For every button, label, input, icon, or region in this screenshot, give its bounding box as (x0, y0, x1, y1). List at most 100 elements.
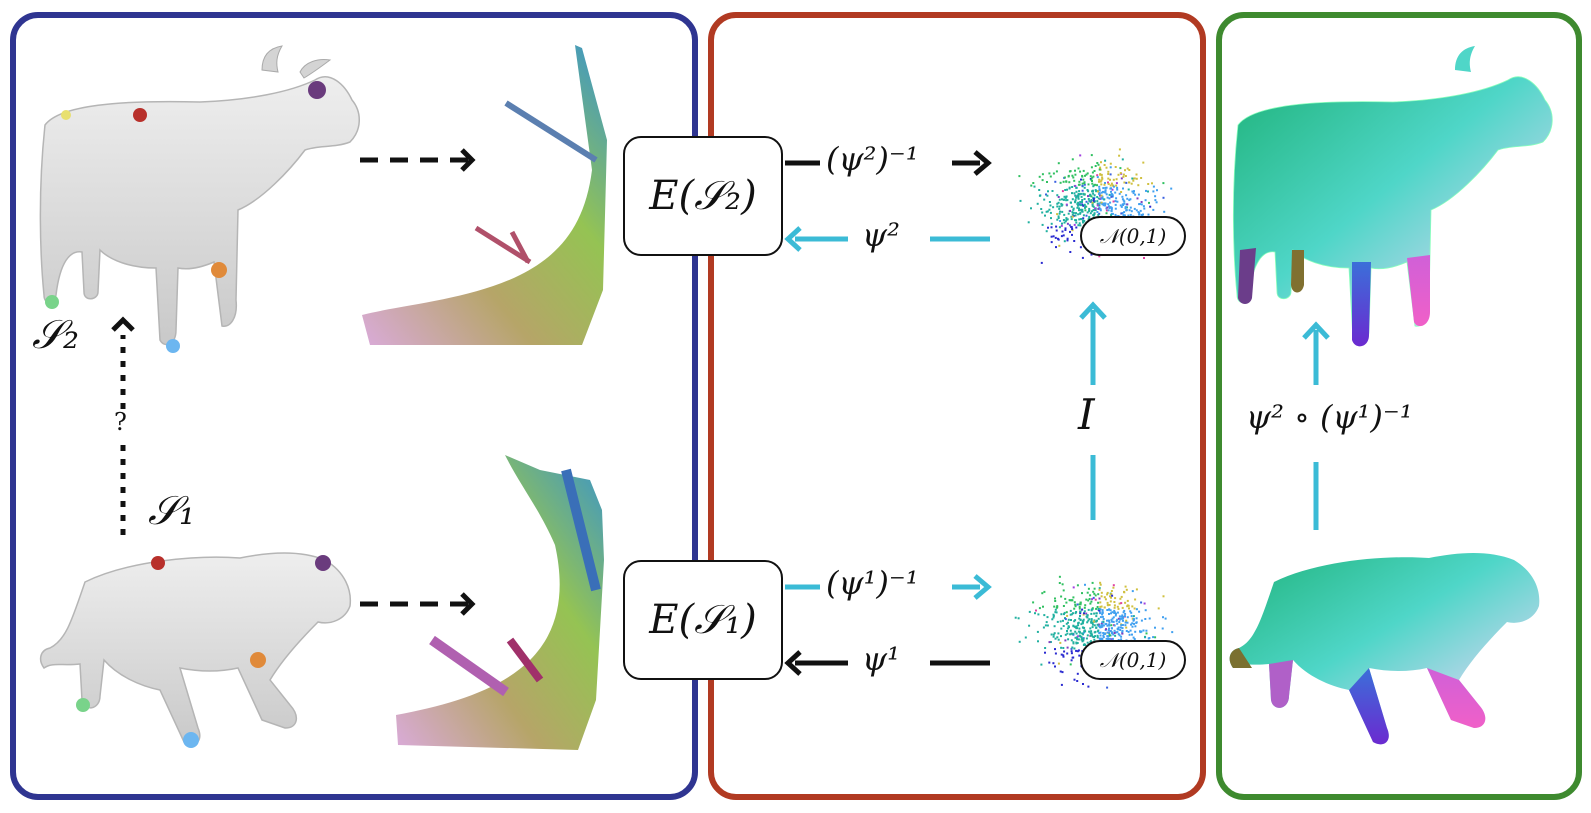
latent-point (1050, 241, 1053, 244)
latent-point (1091, 581, 1094, 584)
latent-point (1073, 179, 1076, 182)
latent-point (1089, 602, 1092, 605)
latent-point (1125, 619, 1128, 622)
latent-point (1090, 195, 1093, 198)
latent-point (1099, 631, 1102, 634)
encoder-s2-box: E(𝒮₂) (623, 136, 783, 256)
latent-point (1079, 635, 1082, 638)
latent-point (1081, 256, 1084, 259)
latent-point (1107, 209, 1110, 212)
latent-point (1074, 603, 1077, 606)
latent-point (1044, 624, 1047, 627)
latent-point (1131, 625, 1134, 628)
latent-point (1114, 166, 1117, 168)
latent-point (1119, 172, 1122, 175)
latent-point (1119, 597, 1122, 600)
latent-point (1099, 208, 1102, 211)
latent-point (1135, 608, 1138, 611)
latent-point (1113, 624, 1116, 627)
latent-point (1115, 612, 1117, 615)
latent-point (1070, 613, 1073, 616)
latent-point (1122, 187, 1124, 190)
latent-point (1128, 199, 1131, 202)
latent-point (1038, 175, 1041, 178)
latent-point (1087, 599, 1090, 602)
latent-point (1132, 179, 1135, 182)
latent-point (1052, 613, 1055, 616)
latent-point (1101, 625, 1104, 628)
latent-point (1090, 154, 1093, 157)
latent-point (1126, 604, 1129, 607)
latent-point (1091, 204, 1094, 207)
latent-point (1098, 588, 1101, 591)
latent-point (1043, 198, 1046, 201)
latent-point (1104, 598, 1107, 601)
latent-point (1075, 186, 1078, 189)
latent-point (1084, 209, 1087, 212)
latent-point (1095, 612, 1098, 615)
latent-point (1062, 605, 1065, 607)
latent-point (1106, 206, 1109, 209)
latent-point (1110, 209, 1113, 212)
latent-point (1134, 598, 1137, 601)
latent-point (1106, 196, 1109, 199)
latent-point (1098, 180, 1100, 183)
latent-point (1111, 594, 1114, 597)
latent-point (1091, 210, 1093, 213)
latent-point (1070, 659, 1073, 662)
latent-point (1121, 624, 1124, 626)
latent-point (1118, 634, 1121, 637)
latent-point (1130, 210, 1133, 213)
latent-point (1113, 611, 1116, 614)
latent-point (1093, 170, 1096, 172)
latent-point (1093, 638, 1096, 641)
latent-point (1059, 641, 1062, 644)
latent-point (1097, 629, 1100, 632)
latent-point (1140, 177, 1143, 179)
latent-point (1063, 176, 1066, 179)
latent-point (1116, 618, 1119, 621)
latent-point (1078, 207, 1080, 210)
latent-point (1112, 616, 1115, 619)
latent-point (1131, 590, 1134, 593)
latent-point (1139, 209, 1142, 212)
latent-point (1078, 209, 1080, 212)
latent-point (1040, 663, 1043, 666)
latent-point (1045, 210, 1048, 213)
latent-point (1097, 601, 1100, 604)
latent-point (1154, 195, 1157, 198)
latent-point (1122, 204, 1125, 206)
latent-point (1099, 209, 1102, 212)
latent-point (1049, 175, 1052, 178)
latent-point (1162, 182, 1165, 185)
latent-point (1092, 192, 1095, 195)
latent-point (1087, 619, 1090, 622)
latent-point (1060, 204, 1063, 207)
latent-point (1107, 631, 1110, 634)
latent-point (1038, 189, 1041, 191)
latent-point (1069, 609, 1072, 612)
latent-point (1083, 610, 1086, 613)
latent-point (1079, 154, 1082, 157)
latent-point (1059, 220, 1062, 222)
latent-point (1028, 610, 1031, 613)
latent-point (1058, 582, 1061, 584)
latent-point (1065, 622, 1068, 625)
latent-point (1152, 185, 1155, 188)
latent-point (1107, 203, 1110, 206)
latent-point (1096, 634, 1099, 637)
latent-point (1037, 640, 1039, 643)
latent-point (1034, 612, 1036, 615)
psi1-inverse-label: (ψ¹)⁻¹ (826, 564, 919, 602)
latent-point (1106, 601, 1109, 604)
latent-point (1075, 195, 1078, 198)
latent-point (1118, 192, 1121, 195)
latent-point (1109, 173, 1112, 176)
latent-point (1054, 236, 1057, 239)
latent-point (1118, 618, 1121, 621)
latent-point (1070, 226, 1073, 229)
latent-point (1121, 158, 1124, 161)
latent-point (1110, 593, 1113, 595)
latent-point (1114, 207, 1117, 210)
lioness-embedding (396, 455, 604, 750)
